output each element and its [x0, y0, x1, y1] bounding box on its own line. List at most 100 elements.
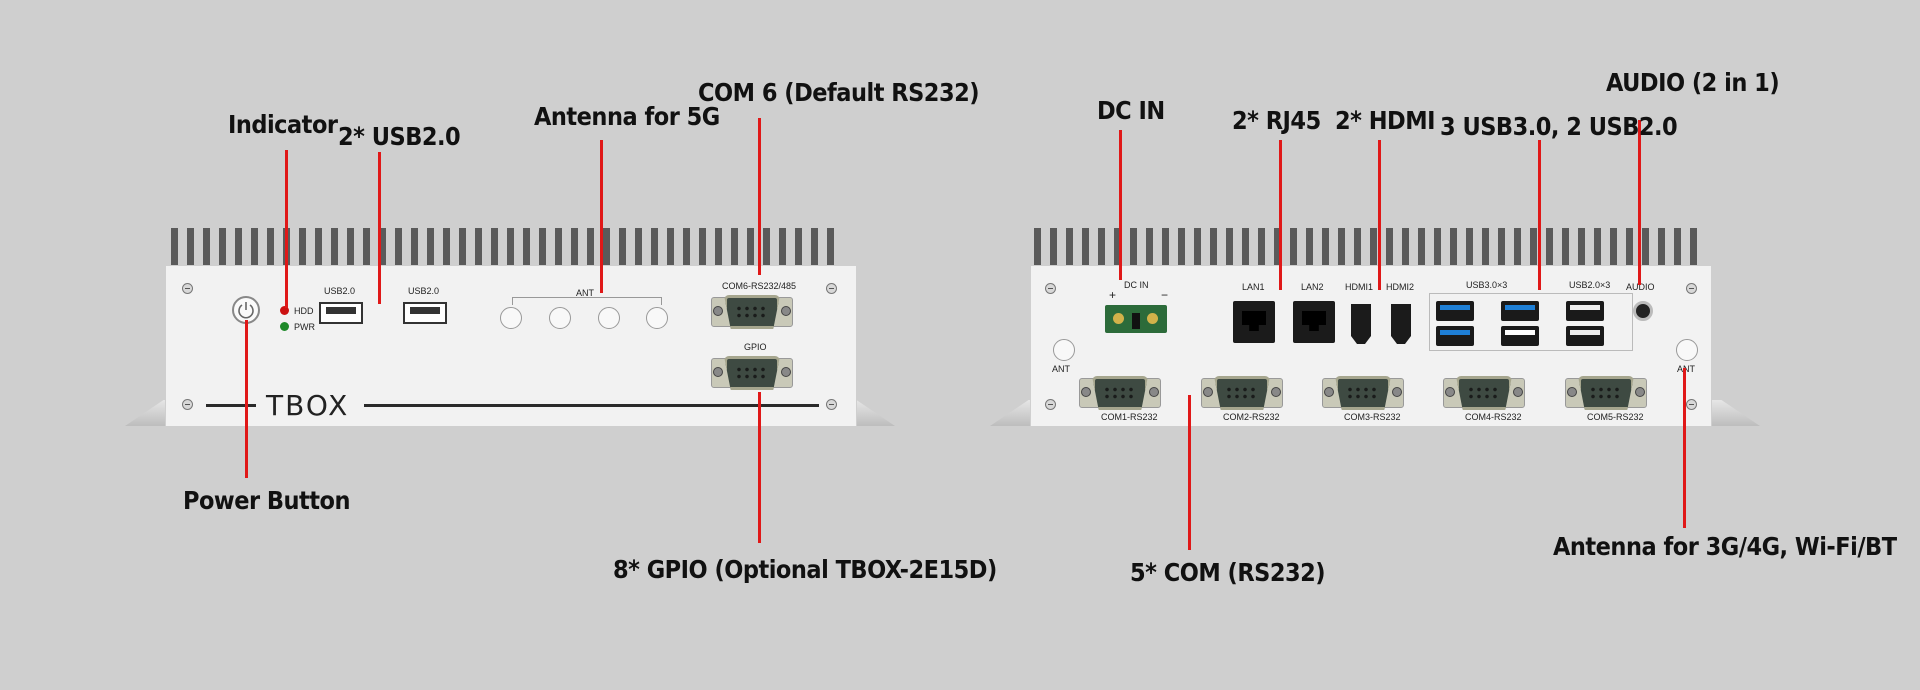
- heatsink-fin: [587, 228, 594, 270]
- heatsink-fin: [795, 228, 802, 270]
- heatsink-fin: [1402, 228, 1409, 270]
- gpio-port[interactable]: [711, 354, 793, 392]
- heatsink-fin: [1194, 228, 1201, 270]
- heatsink-fin: [1482, 228, 1489, 270]
- usb-group-frame: [1429, 293, 1633, 351]
- com1-port[interactable]: [1079, 374, 1161, 412]
- lan2-port[interactable]: [1293, 301, 1335, 343]
- usb2-port-1[interactable]: [319, 302, 363, 324]
- heatsink-fin: [1050, 228, 1057, 270]
- heatsink-fin: [331, 228, 338, 270]
- usb2-rear-port-1[interactable]: [1501, 326, 1539, 346]
- usb3-port-3[interactable]: [1501, 301, 1539, 321]
- heatsink-fin: [251, 228, 258, 270]
- heatsink-fin: [379, 228, 386, 270]
- heatsink-fin: [1418, 228, 1425, 270]
- heatsink-fin: [347, 228, 354, 270]
- brand-logo: TBOX: [266, 389, 350, 422]
- dcin-plus: +: [1109, 288, 1117, 302]
- antenna5g-leader: [600, 140, 603, 293]
- usb-b-label: USB2.0: [408, 286, 440, 296]
- antenna-connector-3[interactable]: [598, 307, 620, 329]
- pwr-label: PWR: [294, 322, 315, 332]
- heatsink-fin: [1274, 228, 1281, 270]
- rear-antenna-left[interactable]: [1053, 339, 1075, 361]
- audio-label: AUDIO: [1626, 282, 1655, 292]
- dc-in-terminal[interactable]: [1105, 305, 1167, 333]
- com5-port[interactable]: [1565, 374, 1647, 412]
- com6-port[interactable]: [711, 293, 793, 331]
- antenna-connector-2[interactable]: [549, 307, 571, 329]
- heatsink-fin: [1146, 228, 1153, 270]
- screw-icon: [1045, 283, 1056, 294]
- lan2-label: LAN2: [1301, 282, 1324, 292]
- callout-ant34g: Antenna for 3G/4G, Wi-Fi/BT: [1553, 532, 1897, 561]
- heatsink-fin: [1034, 228, 1041, 270]
- heatsink-fin: [1594, 228, 1601, 270]
- rear-antenna-right[interactable]: [1676, 339, 1698, 361]
- pwr-led: [280, 322, 289, 331]
- callout-power: Power Button: [183, 486, 351, 515]
- power-icon: [238, 302, 254, 319]
- heatsink-fin: [731, 228, 738, 270]
- rear-ant-left-label: ANT: [1052, 364, 1070, 374]
- heatsink-fin: [1322, 228, 1329, 270]
- heatsink-fin: [1466, 228, 1473, 270]
- heatsink-fin: [1114, 228, 1121, 270]
- heatsink-fin: [523, 228, 530, 270]
- com1-label: COM1-RS232: [1101, 412, 1158, 422]
- hdmi1-port[interactable]: [1351, 304, 1371, 344]
- callout-antenna5g: Antenna for 5G: [534, 102, 720, 131]
- lan1-port[interactable]: [1233, 301, 1275, 343]
- heatsink-fin: [187, 228, 194, 270]
- usb2-port-2[interactable]: [403, 302, 447, 324]
- com2-port[interactable]: [1201, 374, 1283, 412]
- antenna-connector-1[interactable]: [500, 307, 522, 329]
- heatsink-fin: [1658, 228, 1665, 270]
- usb2-rear-port-2[interactable]: [1566, 301, 1604, 321]
- usb3-leader: [1538, 140, 1541, 290]
- heatsink-fin: [1626, 228, 1633, 270]
- rear-panel: DC IN + − ANT LAN1 LAN2 HDMI1 HDMI2 USB3…: [1030, 265, 1712, 427]
- ant-bracket-line: [512, 297, 662, 305]
- screw-icon: [1686, 283, 1697, 294]
- heatsink-fin: [491, 228, 498, 270]
- power-button[interactable]: [232, 296, 260, 324]
- hdmi2-port[interactable]: [1391, 304, 1411, 344]
- callout-com6: COM 6 (Default RS232): [698, 78, 980, 107]
- heatsink-fin: [219, 228, 226, 270]
- audio-jack[interactable]: [1633, 301, 1653, 321]
- heatsink-fin: [683, 228, 690, 270]
- terminal-screw-icon: [1113, 313, 1124, 324]
- heatsink-fin: [203, 228, 210, 270]
- heatsink-fin: [1578, 228, 1585, 270]
- usb2-rear-port-3[interactable]: [1566, 326, 1604, 346]
- terminal-screw-icon: [1147, 313, 1158, 324]
- screw-icon: [826, 283, 837, 294]
- callout-audio: AUDIO (2 in 1): [1606, 68, 1780, 97]
- callout-usb2: 2* USB2.0: [338, 122, 461, 151]
- callout-gpio: 8* GPIO (Optional TBOX-2E15D): [613, 555, 997, 584]
- ant34g-leader: [1683, 368, 1686, 528]
- heatsink-fin: [315, 228, 322, 270]
- heatsink-fin: [395, 228, 402, 270]
- heatsink-fin: [411, 228, 418, 270]
- heatsink-fin: [747, 228, 754, 270]
- heatsink-fin: [235, 228, 242, 270]
- heatsink-fin: [267, 228, 274, 270]
- usb3-port-1[interactable]: [1436, 301, 1474, 321]
- com3-port[interactable]: [1322, 374, 1404, 412]
- rear-heatsink-fins: [1034, 228, 1697, 270]
- hdmi2-label: HDMI2: [1386, 282, 1415, 292]
- audio-leader: [1638, 120, 1641, 285]
- com4-port[interactable]: [1443, 374, 1525, 412]
- heatsink-fin: [1290, 228, 1297, 270]
- gpio-label: GPIO: [744, 342, 767, 352]
- hdmi-leader: [1378, 140, 1381, 290]
- antenna-connector-4[interactable]: [646, 307, 668, 329]
- screw-icon: [1045, 399, 1056, 410]
- heatsink-fin: [1450, 228, 1457, 270]
- heatsink-fin: [1210, 228, 1217, 270]
- heatsink-fin: [1082, 228, 1089, 270]
- usb3-port-2[interactable]: [1436, 326, 1474, 346]
